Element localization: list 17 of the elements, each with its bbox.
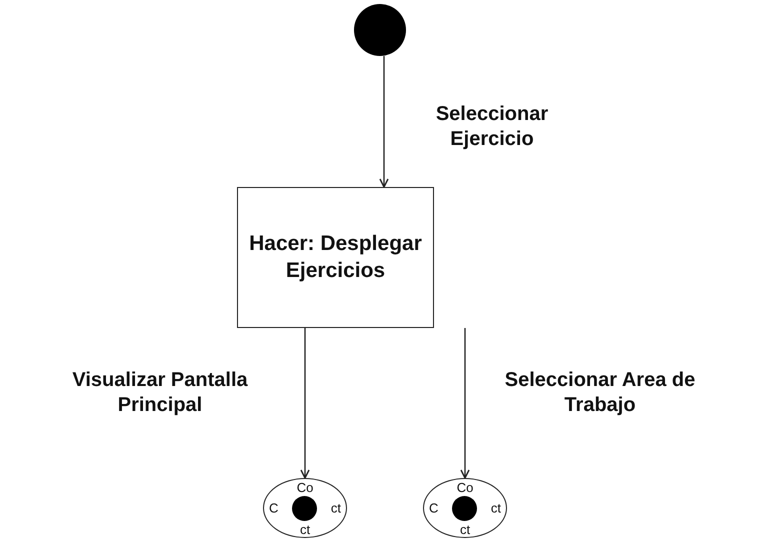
edge-label: Seleccionar Ejercicio bbox=[434, 102, 550, 152]
end-state-text: Co bbox=[296, 481, 314, 494]
state-box bbox=[237, 187, 434, 328]
end-state-text: ct bbox=[300, 523, 310, 536]
end-state-text: C bbox=[429, 502, 438, 514]
state-label: Hacer: Desplegar Ejercicios bbox=[248, 231, 423, 284]
arrow bbox=[379, 56, 389, 188]
edge-label: Visualizar Pantalla Principal bbox=[71, 368, 249, 418]
end-state-text: ct bbox=[330, 502, 341, 514]
arrow bbox=[300, 328, 310, 479]
end-state-text: Co bbox=[456, 481, 474, 494]
edge-label: Seleccionar Area de Trabajo bbox=[504, 368, 696, 418]
end-state-text: C bbox=[269, 502, 278, 514]
arrow bbox=[460, 328, 470, 479]
end-state-text: ct bbox=[490, 502, 501, 514]
end-state-text: ct bbox=[460, 523, 470, 536]
start-state-circle bbox=[354, 4, 406, 56]
